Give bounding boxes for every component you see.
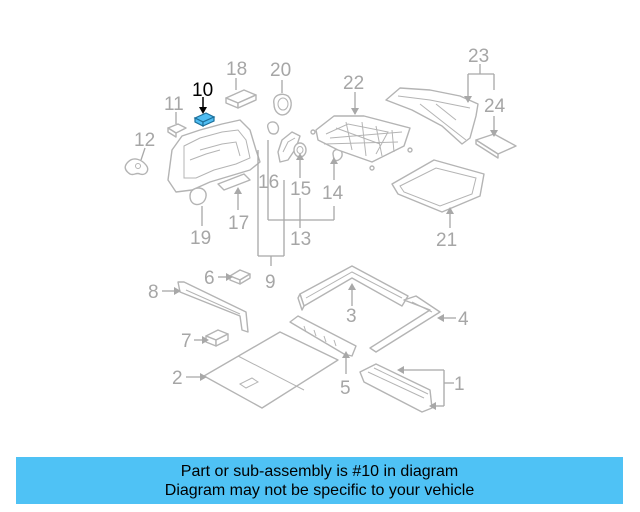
parts-diagram: 1 2 3 4 5 6 7 8 9 10 11 12 13 14 15 16 1… (124, 46, 517, 413)
leader-lines (140, 64, 498, 410)
info-banner: Part or sub-assembly is #10 in diagram D… (16, 457, 623, 504)
callout-7: 7 (181, 331, 192, 352)
callout-4: 4 (458, 309, 469, 330)
callout-21: 21 (436, 230, 457, 251)
callout-19: 19 (190, 228, 211, 249)
part-18-drawing (225, 89, 257, 109)
part-11-drawing (167, 123, 187, 138)
callout-5: 5 (340, 378, 351, 399)
callout-6: 6 (204, 268, 215, 289)
callout-3: 3 (346, 306, 357, 327)
part-10-drawing (193, 112, 216, 127)
callout-14: 14 (322, 183, 344, 204)
part-17-drawing (217, 173, 251, 191)
callout-24: 24 (484, 96, 506, 117)
part-1-drawing (359, 363, 433, 413)
part-21-drawing (391, 159, 485, 213)
banner-line-1: Part or sub-assembly is #10 in diagram (180, 462, 459, 480)
callout-15: 15 (290, 179, 311, 200)
callout-18: 18 (226, 59, 247, 80)
callout-1: 1 (454, 374, 465, 395)
part-12-drawing (124, 158, 149, 176)
callout-9: 9 (265, 272, 276, 293)
part-7-drawing (205, 329, 229, 347)
part-22-drawing (310, 115, 413, 171)
part-14-drawing (332, 148, 343, 162)
callout-2: 2 (172, 368, 183, 389)
part-4-drawing (369, 295, 441, 353)
part-5-drawing (289, 315, 357, 357)
callout-10: 10 (192, 80, 213, 101)
callout-17: 17 (228, 213, 249, 234)
callout-labels: 1 2 3 4 5 6 7 8 9 10 11 12 13 14 15 16 1… (134, 46, 506, 399)
banner-line-2: Diagram may not be specific to your vehi… (164, 481, 475, 499)
part-16-drawing (266, 121, 280, 135)
part-2-drawing (203, 331, 339, 409)
callout-16: 16 (258, 172, 279, 193)
callout-12: 12 (134, 130, 155, 151)
part-8-drawing (177, 281, 249, 333)
callout-20: 20 (270, 60, 291, 81)
part-15-drawing (277, 131, 301, 163)
part-3-drawing (297, 265, 409, 311)
callout-8: 8 (148, 282, 159, 303)
part-24-drawing (475, 133, 517, 159)
callout-11: 11 (164, 94, 184, 115)
callout-22: 22 (343, 73, 364, 94)
part-20-drawing (273, 93, 292, 116)
callout-13: 13 (290, 229, 311, 250)
part-9-drawing (167, 119, 261, 193)
part-23-drawing (385, 87, 479, 145)
part-19-drawing (189, 187, 207, 206)
part-15-knob-drawing (293, 142, 307, 158)
callout-23: 23 (468, 46, 489, 67)
part-6-drawing (229, 269, 251, 285)
